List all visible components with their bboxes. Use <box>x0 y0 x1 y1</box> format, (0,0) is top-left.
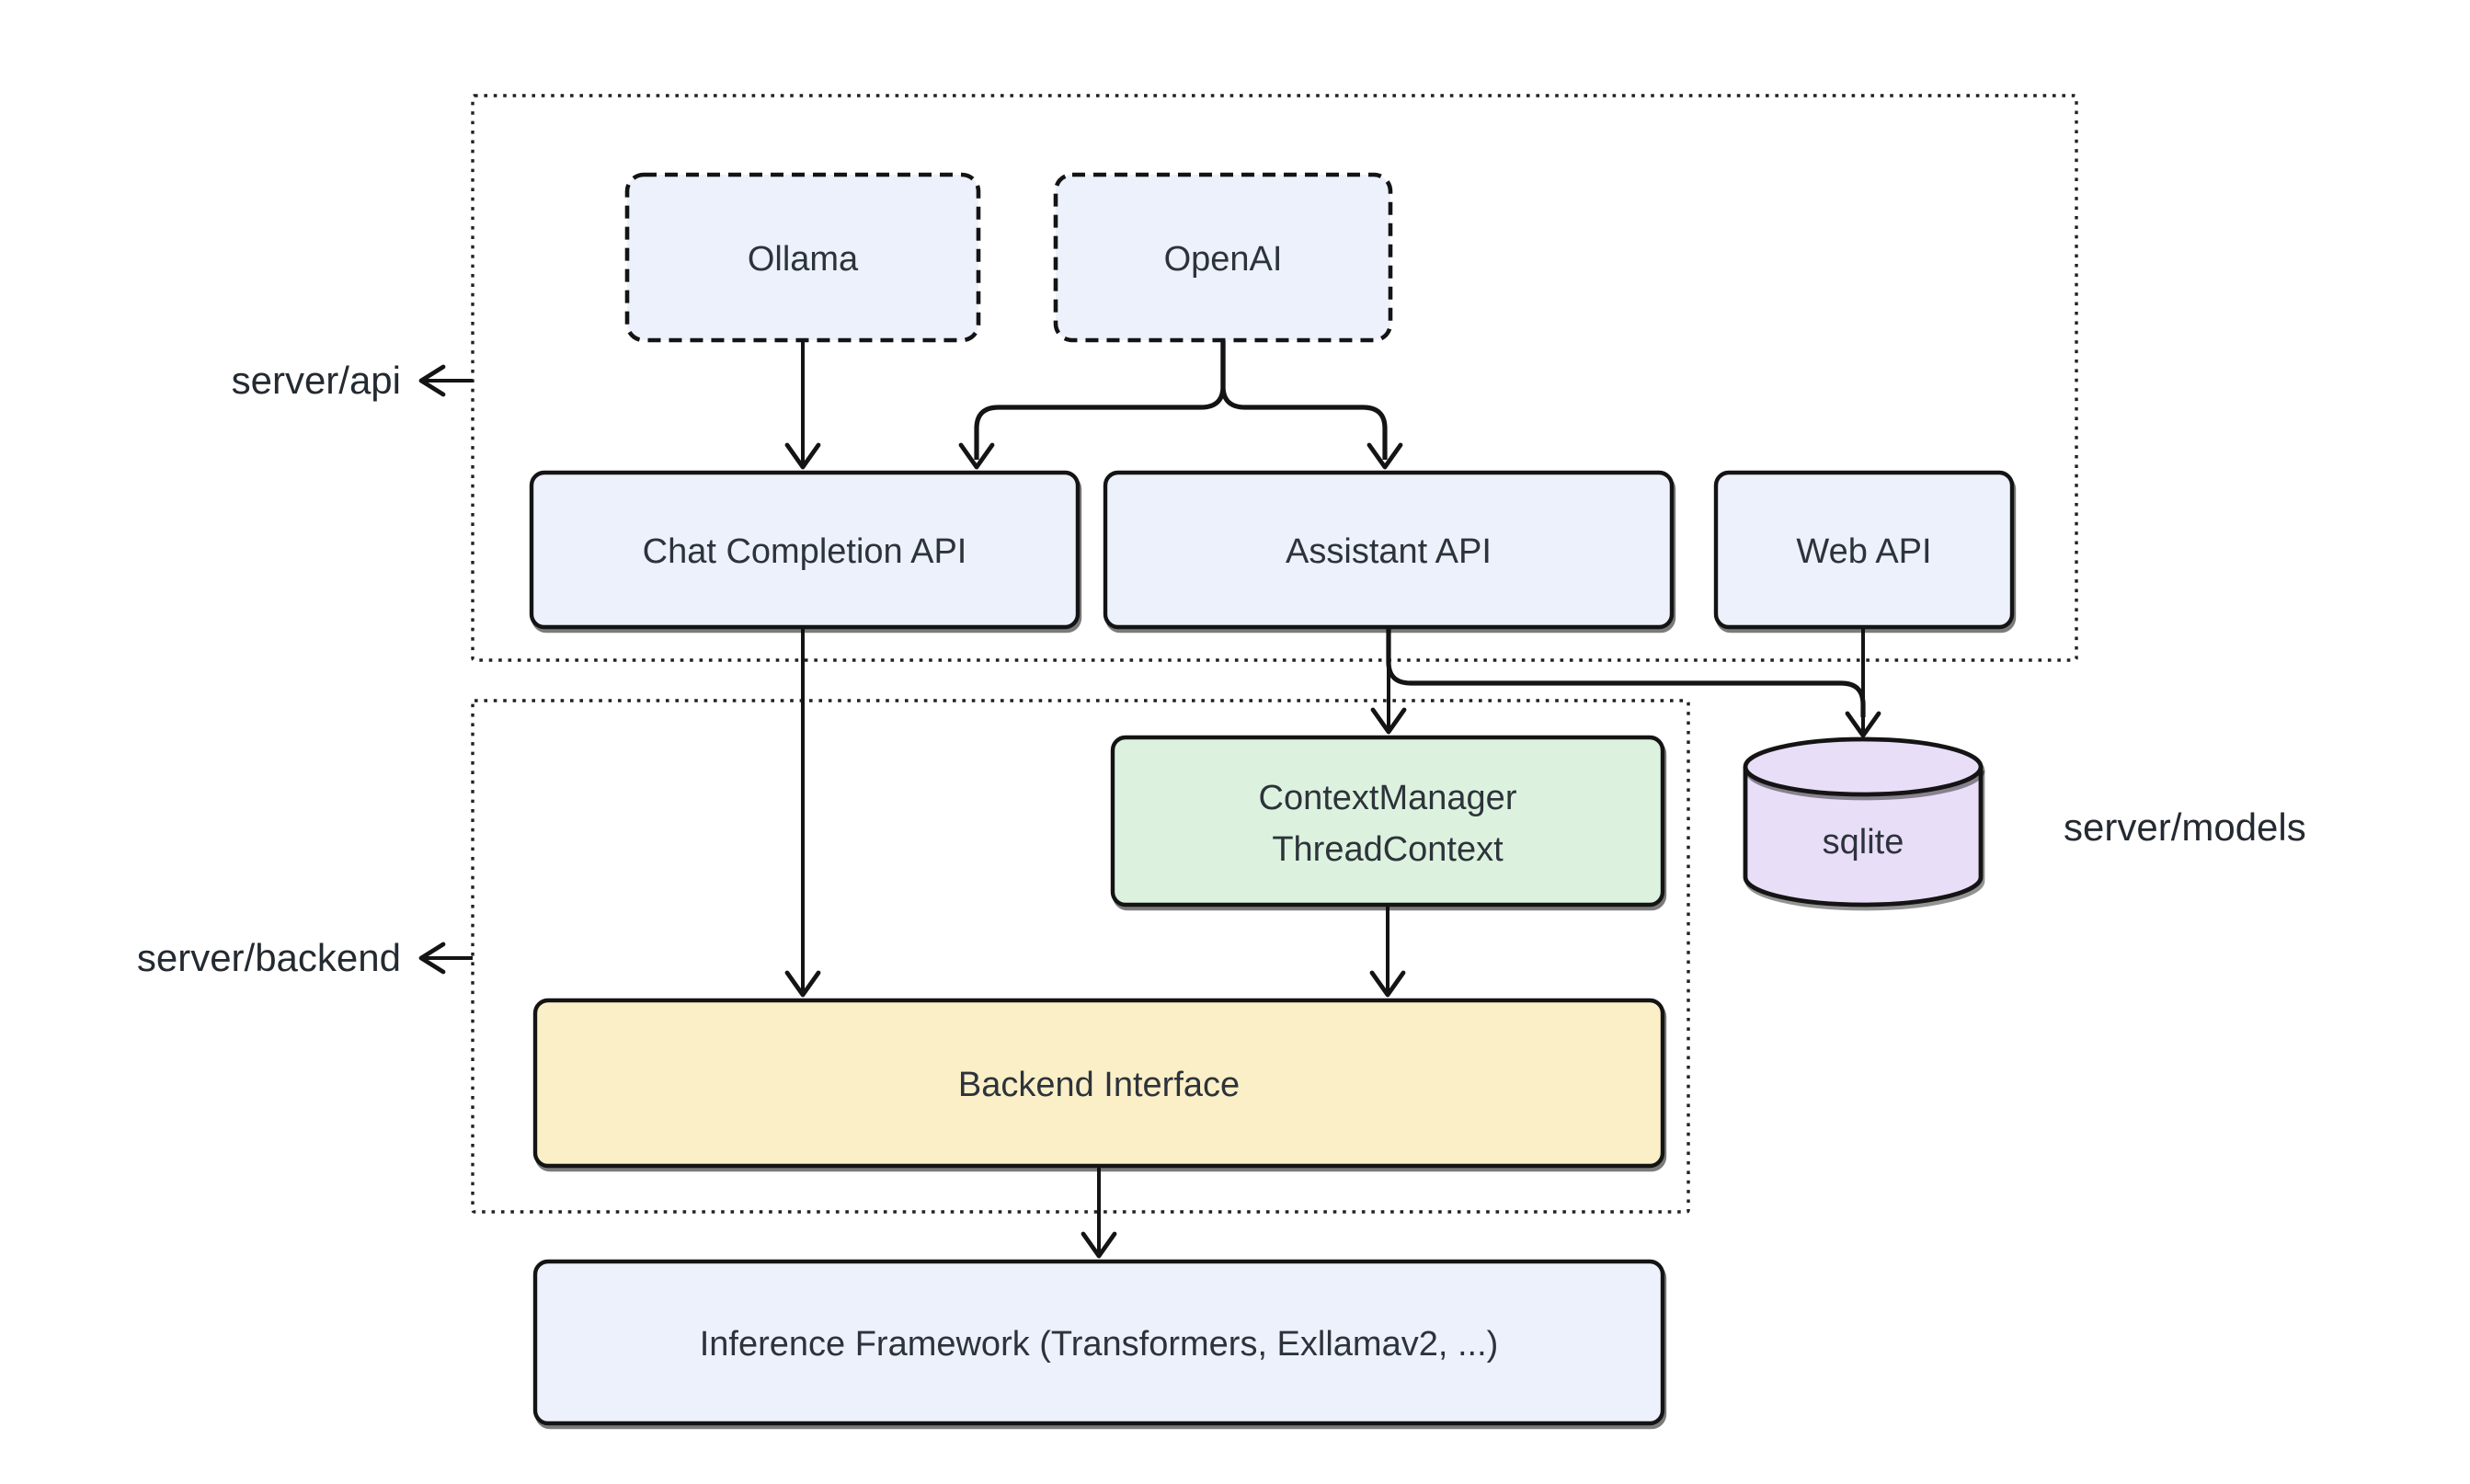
server-backend-label-group: server/backend <box>137 936 473 979</box>
node-sqlite: sqlite <box>1743 736 1984 908</box>
openai-label: OpenAI <box>1164 240 1283 279</box>
inference-framework-label: Inference Framework (Transformers, Exlla… <box>700 1325 1499 1364</box>
edge-openai-assistant <box>1220 340 1388 460</box>
backend-interface-label: Backend Interface <box>958 1066 1240 1104</box>
node-inference-framework: Inference Framework (Transformers, Exlla… <box>532 1259 1665 1426</box>
assistant-api-label: Assistant API <box>1286 532 1492 571</box>
context-manager-label-line1: ContextManager <box>1259 779 1517 817</box>
arrow-down-icon <box>1845 711 1881 738</box>
server-models-label: server/models <box>2064 805 2306 849</box>
context-manager-label-line2: ThreadContext <box>1272 830 1504 869</box>
node-openai: OpenAI <box>1053 172 1393 343</box>
sqlite-label: sqlite <box>1823 823 1904 862</box>
arrow-down-icon <box>784 442 821 470</box>
node-context-manager: ContextManager ThreadContext <box>1110 735 1665 908</box>
left-arrow-icon <box>418 942 446 975</box>
openai-box <box>1053 172 1393 343</box>
server-api-container <box>471 94 2078 662</box>
server-api-label-group: server/api <box>232 359 473 402</box>
context-manager-box <box>1110 735 1665 908</box>
inference-framework-box <box>532 1259 1665 1426</box>
server-backend-label: server/backend <box>137 936 401 979</box>
left-arrow-icon <box>418 364 446 397</box>
chat-completion-api-label: Chat Completion API <box>643 532 967 571</box>
arrow-down-icon <box>784 970 821 998</box>
web-api-label: Web API <box>1796 532 1931 571</box>
sqlite-cylinder-body <box>1743 767 1984 908</box>
arrow-down-icon <box>958 442 995 470</box>
node-assistant-api: Assistant API <box>1103 470 1675 630</box>
arrow-down-icon <box>1370 707 1407 735</box>
node-ollama: Ollama <box>624 172 981 343</box>
node-chat-completion-api: Chat Completion API <box>529 470 1081 630</box>
arrow-down-icon <box>1369 970 1406 998</box>
ollama-label: Ollama <box>748 240 859 279</box>
chat-completion-api-box <box>529 470 1081 630</box>
arrow-down-icon <box>1081 1231 1117 1259</box>
node-backend-interface: Backend Interface <box>532 998 1665 1169</box>
server-api-label: server/api <box>232 359 401 402</box>
sqlite-cylinder-top <box>1743 736 1984 797</box>
backend-interface-box <box>532 998 1665 1169</box>
edge-openai-chat <box>974 340 1226 460</box>
assistant-api-box <box>1103 470 1675 630</box>
arrow-down-icon <box>1367 442 1403 470</box>
node-web-api: Web API <box>1713 470 2015 630</box>
ollama-box <box>624 172 981 343</box>
edge-assistant-sqlite <box>1386 627 1866 717</box>
web-api-box <box>1713 470 2015 630</box>
edges <box>784 340 1881 1259</box>
